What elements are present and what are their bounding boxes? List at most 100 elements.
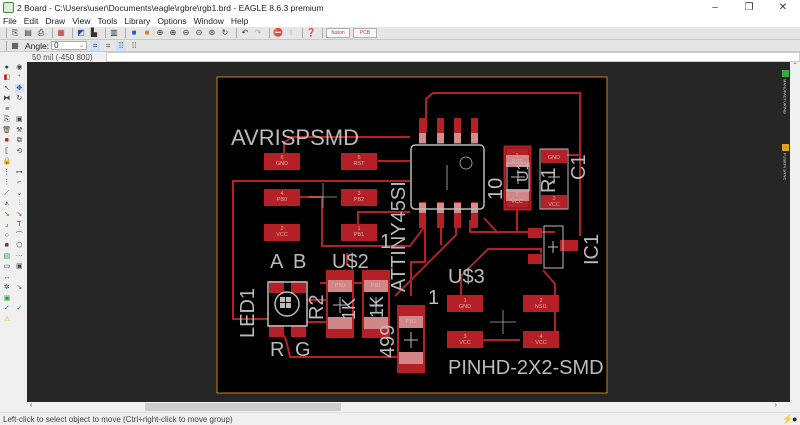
wire-icon[interactable]: ⌟ <box>5 221 9 229</box>
attribute-icon[interactable]: ▣ <box>15 263 23 271</box>
ripup-icon[interactable]: ↘ <box>16 210 23 218</box>
value-icon[interactable]: ⊶ <box>15 168 23 176</box>
copy-icon[interactable]: ⎘ <box>3 116 10 124</box>
via-icon[interactable]: ▤ <box>3 252 11 260</box>
zoom-fit-icon[interactable]: ⊕ <box>156 28 164 37</box>
help-icon[interactable]: ❓ <box>306 28 316 37</box>
paste-icon[interactable]: ▣ <box>15 116 23 124</box>
delete-icon[interactable]: 🗑 <box>2 126 12 134</box>
spin-icon[interactable]: = <box>105 40 111 50</box>
meander-icon[interactable]: ⩚ <box>4 200 9 208</box>
select-icon[interactable]: ↖ <box>3 84 10 92</box>
schematic-icon[interactable]: ▙ <box>90 28 98 37</box>
rect-icon[interactable]: ■ <box>4 242 9 250</box>
board-icon[interactable]: ◩ <box>77 28 85 37</box>
menu-tools[interactable]: Tools <box>97 16 118 26</box>
add-icon[interactable]: ■ <box>4 137 9 145</box>
group-icon[interactable]: ⟦ <box>5 147 9 155</box>
circle-icon[interactable]: ○ <box>4 231 9 239</box>
pad-num: 2 <box>539 298 542 304</box>
design-link-icon[interactable]: ▣ <box>3 294 11 302</box>
fusion-sync-button[interactable]: fusion sync <box>326 28 350 45</box>
horizontal-scrollbar[interactable]: ‹ › <box>27 402 780 412</box>
show-icon[interactable]: ◉ <box>16 63 23 71</box>
main-toolbar: ⎘ ▤ ⎙ ▦ ◩ ▙ ▥ ■ ■ ⊕ ⊕ ⊖ ⊙ ⊛ ↻ ↶ ↷ ⛔ ⁝ ❓ … <box>0 27 800 45</box>
autorouter-icon[interactable]: ↘ <box>16 284 23 292</box>
go-icon[interactable]: ⁝ <box>289 28 293 37</box>
drc-icon[interactable]: ✓ <box>3 305 10 313</box>
menu-draw[interactable]: Draw <box>45 16 66 26</box>
menu-view[interactable]: View <box>72 16 91 26</box>
snap-icon[interactable]: ⁞⁞ <box>131 40 137 50</box>
scroll-right-icon[interactable]: › <box>774 402 777 409</box>
lock-icon[interactable]: 🔒 <box>2 158 12 166</box>
errors-warning-icon[interactable]: ⚠ <box>3 315 11 323</box>
name-icon[interactable]: ⋮ <box>3 179 11 187</box>
align-icon[interactable]: ≡ <box>4 105 10 113</box>
mirror-tool-icon[interactable]: ⧓ <box>3 95 11 103</box>
mirror-icon[interactable]: = <box>90 40 101 51</box>
menu-file[interactable]: File <box>3 16 17 26</box>
miter-icon[interactable]: ⌐ <box>17 179 22 187</box>
info-icon[interactable]: ● <box>4 63 9 71</box>
signal-icon[interactable]: ⋯ <box>15 252 23 260</box>
route-icon[interactable]: ↘ <box>3 210 10 218</box>
zoom-region-icon[interactable]: ⊛ <box>208 28 216 37</box>
fusion-sync-tab[interactable]: FUSION SYNC <box>780 144 790 180</box>
optimize-icon[interactable]: ⌄ <box>16 189 23 197</box>
ulp-icon[interactable]: ▥ <box>110 28 118 37</box>
undo-icon[interactable]: ↶ <box>241 28 249 37</box>
ic1-component <box>528 225 578 269</box>
board-canvas[interactable]: 6 GND 5 RST 4 PB0 3 PB2 2 VCC 1 PB1 <box>27 62 780 402</box>
menu-edit[interactable]: Edit <box>23 16 39 26</box>
maximize-button[interactable]: ❐ <box>744 2 754 13</box>
pad-num: 4 <box>539 334 542 340</box>
wrench-icon[interactable]: ⚒ <box>16 126 23 134</box>
ungroup-icon[interactable]: ⟲ <box>16 147 23 155</box>
save-icon[interactable]: ▤ <box>24 28 32 37</box>
stop-command-icon[interactable]: ● <box>792 414 798 424</box>
angle-select[interactable]: 0 ⌄ <box>51 41 88 50</box>
arc-icon[interactable]: ⌒ <box>15 231 23 239</box>
script-icon[interactable]: ■ <box>144 28 150 37</box>
rotate-tool-icon[interactable]: ↻ <box>16 95 23 103</box>
move-icon[interactable]: ✥ <box>14 83 24 93</box>
cam-icon[interactable]: ▦ <box>57 28 65 37</box>
zoom-in-icon[interactable]: ⊕ <box>169 28 177 37</box>
replace-icon[interactable]: ⧉ <box>16 137 22 145</box>
split-icon[interactable]: ⟋ <box>4 189 10 197</box>
display-layers-icon[interactable]: ◧ <box>3 74 11 82</box>
print-icon[interactable]: ⎙ <box>37 28 45 37</box>
zoom-select-icon[interactable]: ⊙ <box>195 28 203 37</box>
pcb-button[interactable]: PCB <box>353 28 377 38</box>
erc-icon[interactable]: ✓ <box>16 305 23 313</box>
menu-library[interactable]: Library <box>124 16 151 26</box>
scroll-left-icon[interactable]: ‹ <box>30 402 33 409</box>
scr-icon[interactable]: ■ <box>131 28 137 37</box>
scroll-up-icon[interactable]: ⌃ <box>792 63 798 69</box>
mark-icon[interactable]: ⁺ <box>17 74 22 82</box>
close-button[interactable]: ✕ <box>778 2 788 13</box>
manufacturing-tab[interactable]: MANUFACTURING <box>780 70 790 114</box>
layer-icon[interactable]: ▦ <box>11 40 19 50</box>
route-diff-icon[interactable]: ⫶ <box>18 200 21 208</box>
zoom-out-icon[interactable]: ⊖ <box>182 28 190 37</box>
menu-help[interactable]: Help <box>230 16 249 26</box>
ratsnest-icon[interactable]: ✲ <box>3 284 10 292</box>
menu-options[interactable]: Options <box>157 16 187 26</box>
minimize-button[interactable]: – <box>712 2 718 13</box>
open-icon[interactable]: ⎘ <box>11 28 19 37</box>
text-icon[interactable]: T <box>17 221 22 229</box>
polygon-icon[interactable]: ⬠ <box>16 242 23 250</box>
vertical-scrollbar[interactable]: ⌃ <box>790 62 800 402</box>
command-input[interactable] <box>106 52 800 62</box>
smash-icon[interactable]: ⋮ <box>3 168 11 176</box>
stop-icon[interactable]: ⛔ <box>273 28 283 37</box>
scrollbar-thumb[interactable] <box>145 403 341 411</box>
redo-icon[interactable]: ↷ <box>254 28 262 37</box>
redraw-icon[interactable]: ↻ <box>221 28 229 37</box>
rotate-icon[interactable]: ⁞⁞ <box>116 40 127 51</box>
menu-window[interactable]: Window <box>193 16 224 26</box>
dimension-icon[interactable]: ↔ <box>3 273 11 281</box>
hole-icon[interactable]: ▭ <box>3 263 11 271</box>
